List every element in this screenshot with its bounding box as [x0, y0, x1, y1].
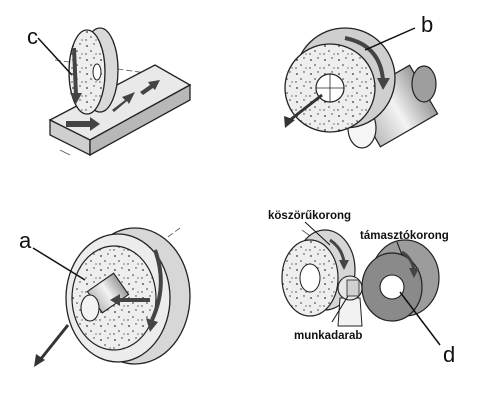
label-workpiece: munkadarab [294, 330, 363, 342]
feed-arrow [66, 117, 100, 131]
grinding-wheel [284, 27, 396, 133]
label-grinding-wheel: köszörűkorong [268, 210, 352, 222]
callout-b: b [421, 12, 434, 37]
feed-arrow [140, 80, 160, 95]
callout-c: c [27, 24, 38, 49]
panel-d-centerless-grinding [281, 221, 441, 346]
grinding-spindle [80, 272, 130, 322]
callout-d: d [443, 342, 456, 367]
work-rest [337, 297, 363, 327]
regulating-wheel [361, 239, 440, 322]
panel-b-external-cylindrical-grinding [284, 27, 439, 149]
workpiece [337, 275, 363, 301]
callout-a: a [19, 228, 32, 253]
panel-c-surface-grinding [37, 27, 192, 157]
workpiece-cylinder [347, 64, 439, 149]
panel-a-internal-grinding [32, 227, 191, 367]
feed-arrow [112, 92, 135, 112]
label-regulating-wheel: támasztókorong [360, 230, 449, 242]
